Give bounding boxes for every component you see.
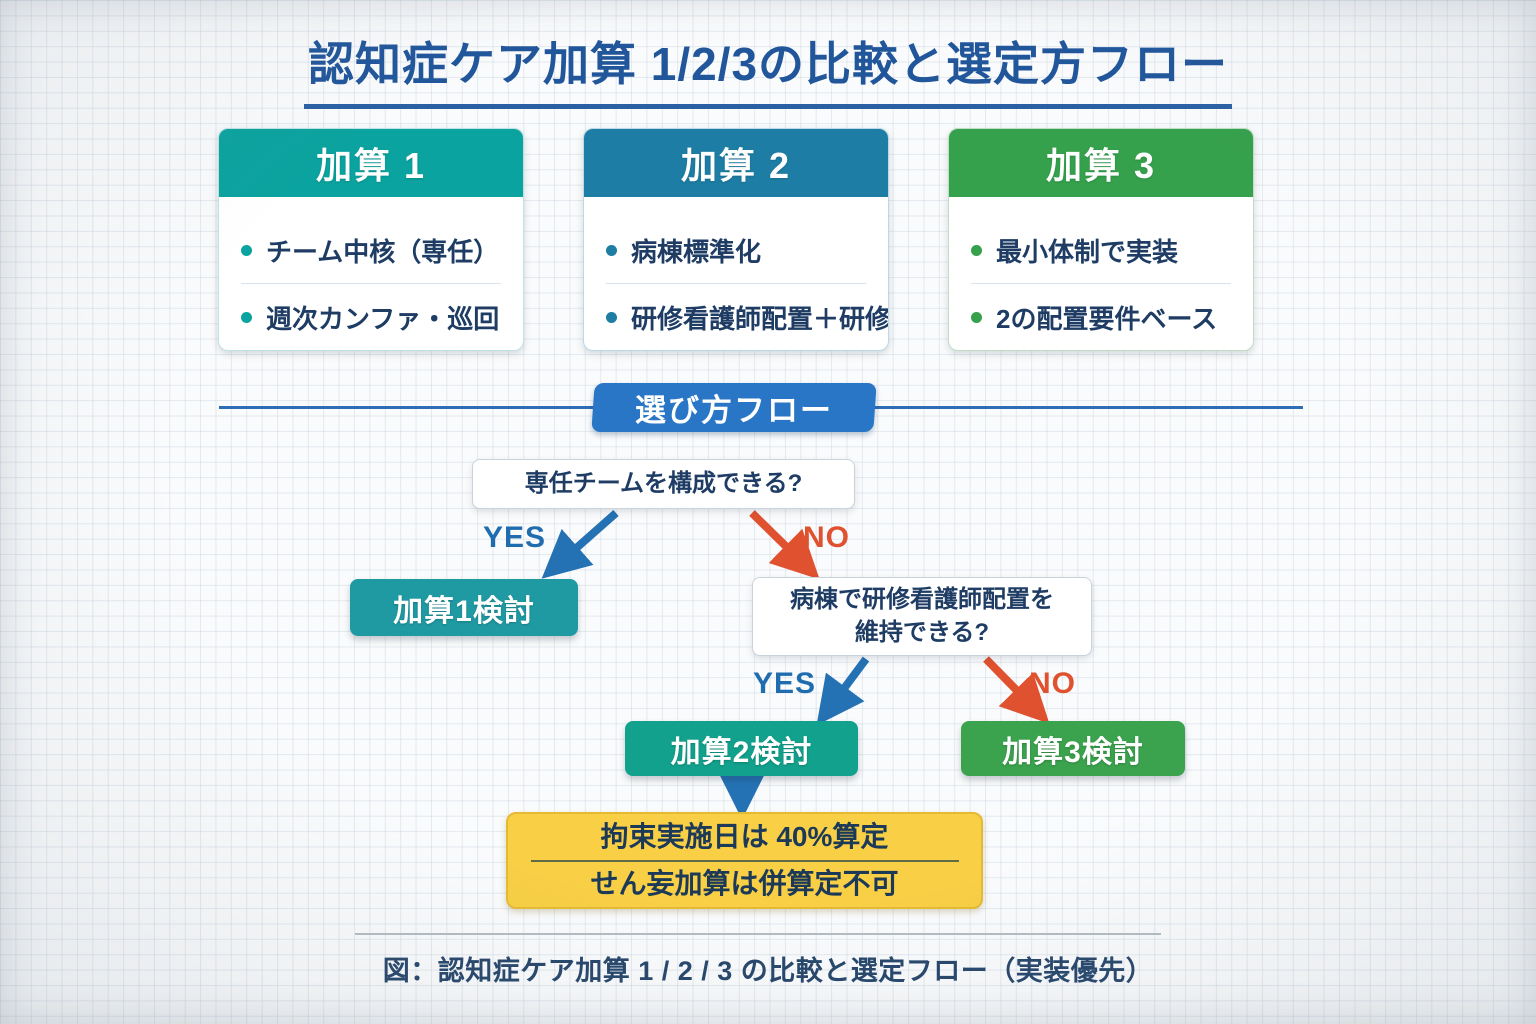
bullet-label: 研修看護師配置＋研修 [631,303,889,334]
decision-2-line-2: 維持できる? [854,618,990,646]
decision-2-box: 病棟で研修看護師配置を 維持できる? [752,577,1092,656]
bullet-dot-icon [606,244,617,256]
list-item: 研修看護師配置＋研修 [606,288,888,346]
result-kasan-2-box: 加算2検討 [625,721,858,776]
bullet-dot-icon [971,244,982,256]
note-line-2: せん妄加算は併算定不可 [590,868,899,900]
card-kasan-1-body: チーム中核（専任） 週次カンファ・巡回 [219,197,523,346]
note-divider [530,859,959,862]
note-line-1: 拘束実施日は 40%算定 [600,820,889,852]
divider [241,283,501,284]
divider [606,283,866,284]
card-kasan-2-body: 病棟標準化 研修看護師配置＋研修 [584,197,888,346]
bullet-label: 2の配置要件ベース [996,303,1218,334]
card-kasan-3-body: 最小体制で実装 2の配置要件ベース [949,197,1253,346]
bullet-label: 病棟標準化 [631,236,762,267]
card-kasan-1-header: 加算 1 [219,129,523,197]
bullet-dot-icon [241,244,252,256]
result-kasan-3-label: 加算3検討 [1002,735,1144,769]
card-kasan-2-title: 加算 2 [680,145,792,186]
list-item: 最小体制で実装 [971,221,1231,279]
list-item: 2の配置要件ベース [971,288,1231,346]
flow-section-badge: 選び方フロー [591,383,877,432]
decision-1-label: 専任チームを構成できる? [524,469,803,497]
flow-section-badge-label: 選び方フロー [635,393,833,428]
card-kasan-3-title: 加算 3 [1045,145,1157,186]
title-block: 認知症ケア加算 1/2/3の比較と選定方フロー [0,28,1536,109]
divider [971,283,1231,284]
bullet-dot-icon [606,311,617,323]
list-item: 週次カンファ・巡回 [241,288,501,346]
yes-label-2: YES [753,667,817,700]
decision-2-line-1: 病棟で研修看護師配置を [790,586,1054,614]
card-kasan-1-title: 加算 1 [315,145,427,186]
card-kasan-1: 加算 1 チーム中核（専任） 週次カンファ・巡回 [218,128,524,351]
card-kasan-3: 加算 3 最小体制で実装 2の配置要件ベース [948,128,1254,351]
result-kasan-2-label: 加算2検討 [670,735,813,769]
list-item: 病棟標準化 [606,221,866,279]
bullet-label: 週次カンファ・巡回 [266,303,500,334]
result-kasan-3-box: 加算3検討 [961,721,1185,776]
no-label-1: NO [803,521,850,554]
arrow-yes-1 [541,510,619,579]
card-kasan-3-header: 加算 3 [949,129,1253,197]
yes-label-1: YES [483,521,547,554]
caption-divider-line [355,933,1161,935]
card-kasan-2-header: 加算 2 [584,129,888,197]
no-label-2: NO [1029,667,1076,700]
result-kasan-1-label: 加算1検討 [393,594,535,628]
bullet-dot-icon [971,311,982,323]
list-item: チーム中核（専任） [241,221,501,279]
arrow-no-1 [749,510,820,580]
bullet-label: 最小体制で実装 [996,236,1179,267]
bullet-dot-icon [241,311,252,323]
arrow-yes-2 [816,656,870,726]
figure-caption: 図：認知症ケア加算 1 / 2 / 3 の比較と選定フロー（実装優先） [382,956,1154,986]
decision-1-box: 専任チームを構成できる? [472,459,855,509]
bullet-label: チーム中核（専任） [266,236,500,267]
result-kasan-1-box: 加算1検討 [350,579,578,636]
card-kasan-2: 加算 2 病棟標準化 研修看護師配置＋研修 [583,128,889,351]
page-title: 認知症ケア加算 1/2/3の比較と選定方フロー [303,28,1233,109]
note-box: 拘束実施日は 40%算定 せん妄加算は併算定不可 [506,812,983,909]
